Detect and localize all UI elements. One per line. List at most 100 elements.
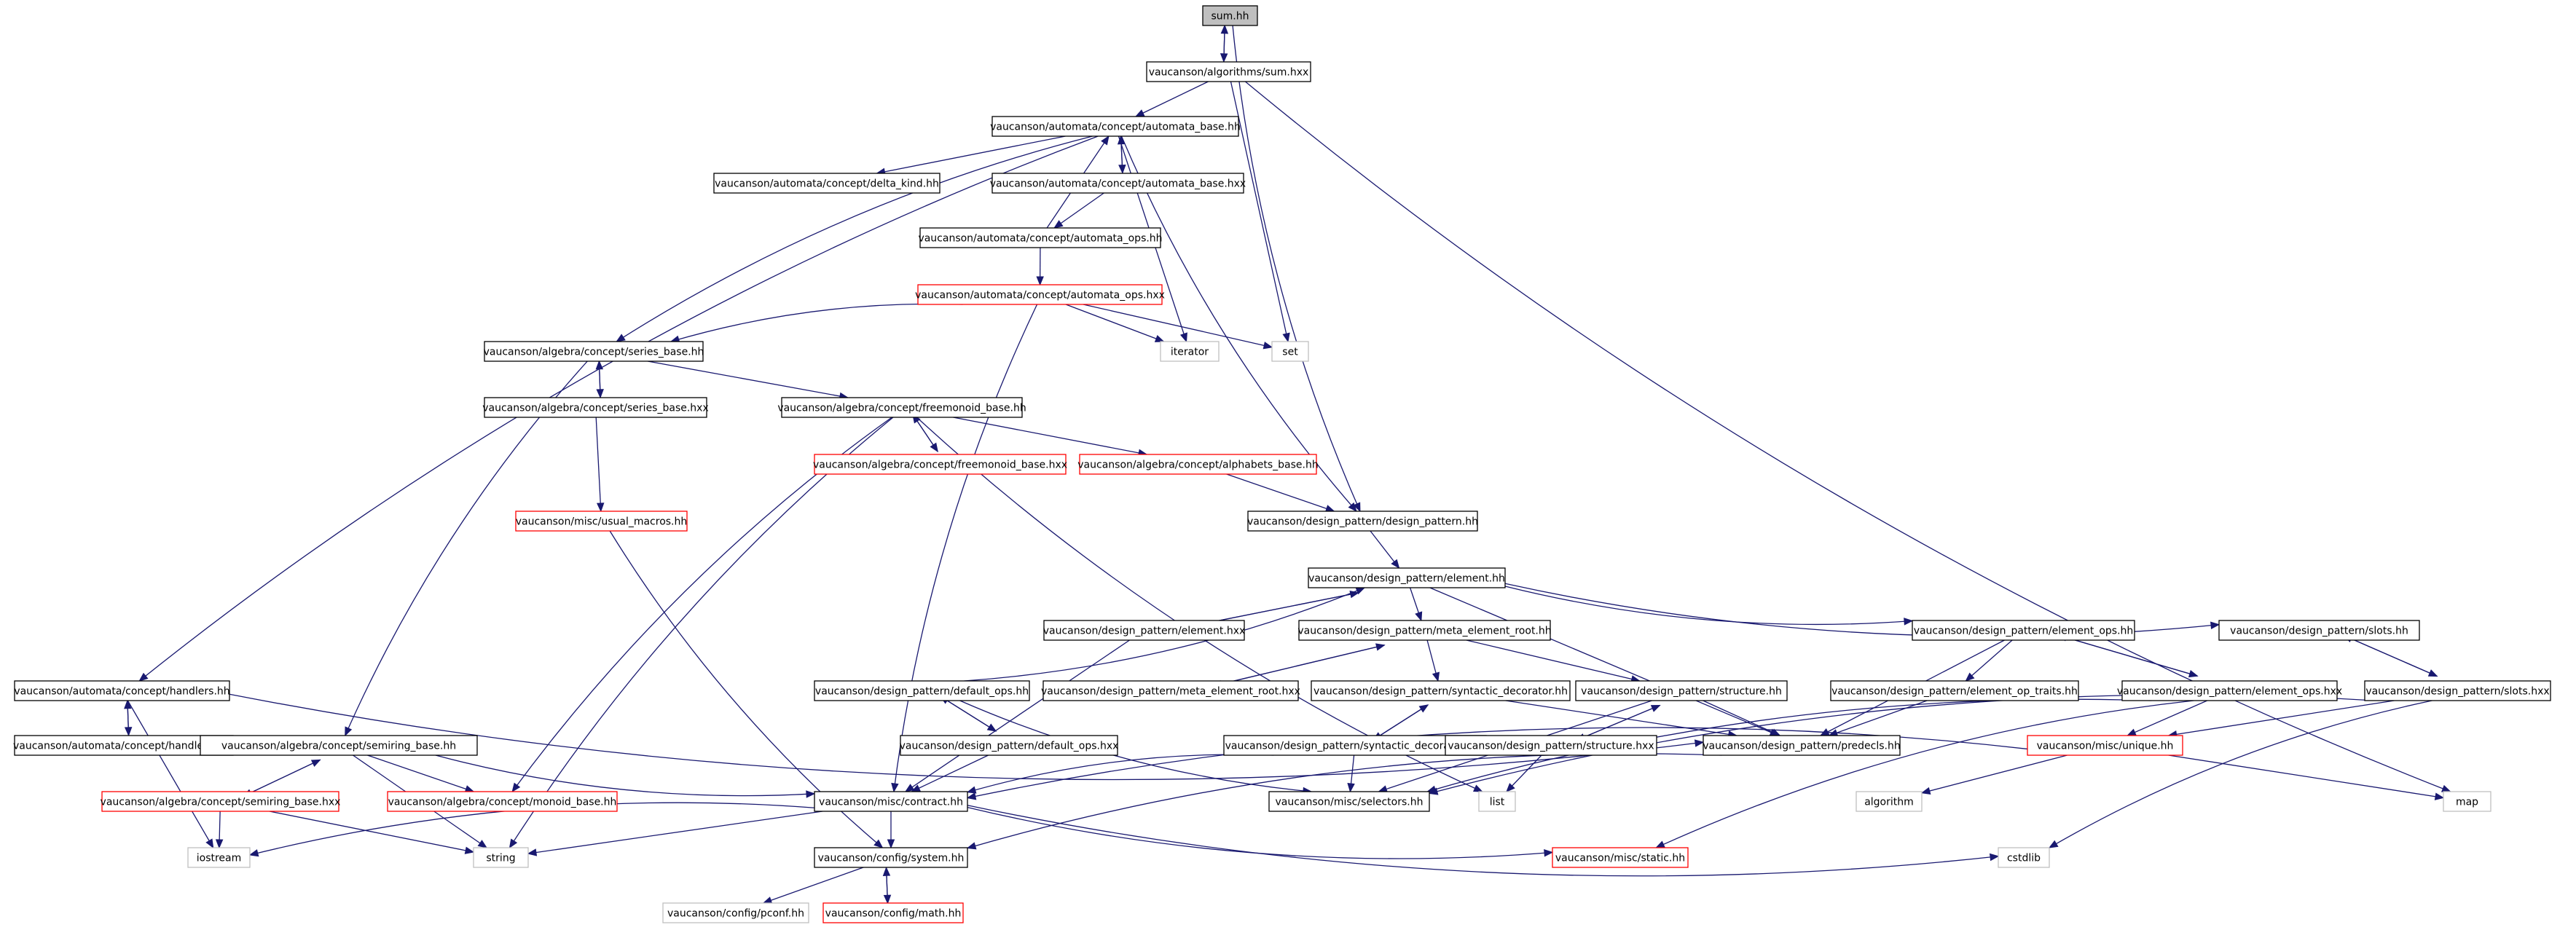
node-element-hh[interactable]: vaucanson/design_pattern/element.hh (1308, 567, 1506, 588)
edge-line (1244, 81, 2451, 792)
edge-arrowhead (1472, 784, 1483, 792)
node-cstdlib[interactable]: cstdlib (1998, 847, 2050, 868)
node-structure-hh[interactable]: vaucanson/design_pattern/structure.hh (1575, 680, 1788, 701)
node-structure-hxx[interactable]: vaucanson/design_pattern/structure.hxx (1445, 735, 1657, 756)
node-syntactic-decorator-hxx[interactable]: vaucanson/design_pattern/syntactic_decor… (1223, 735, 1487, 756)
node-slots-hxx[interactable]: vaucanson/design_pattern/slots.hxx (2364, 680, 2551, 701)
node-slots-hh[interactable]: vaucanson/design_pattern/slots.hh (2218, 620, 2420, 641)
node-label: map (2456, 797, 2478, 808)
edge-arrowhead (1428, 787, 1439, 795)
node-contract-hh[interactable]: vaucanson/misc/contract.hh (814, 791, 968, 812)
edge-line (127, 700, 214, 848)
edge-line (2168, 754, 2444, 799)
edge-arrowhead (1101, 135, 1110, 146)
edge-arrowhead (616, 334, 626, 342)
node-set[interactable]: set (1271, 341, 1309, 362)
node-box (1043, 620, 1245, 641)
node-automata-base-hh[interactable]: vaucanson/automata/concept/automata_base… (990, 116, 1241, 137)
include-edge (966, 727, 2028, 800)
node-predecls-hh[interactable]: vaucanson/design_pattern/predecls.hh (1703, 735, 1901, 756)
edge-arrowhead (1650, 704, 1661, 712)
node-system-hh[interactable]: vaucanson/config/system.hh (814, 847, 968, 868)
edge-arrowhead (1432, 671, 1440, 682)
edge-line (1576, 704, 1660, 741)
node-label: vaucanson/algebra/concept/series_base.hx… (482, 403, 709, 414)
node-unique-hh[interactable]: vaucanson/misc/unique.hh (2027, 735, 2183, 756)
node-automata-base-hxx[interactable]: vaucanson/automata/concept/automata_base… (990, 173, 1246, 194)
node-monoid-base-hh[interactable]: vaucanson/algebra/concept/monoid_base.hh (387, 791, 618, 812)
node-sum-hh[interactable]: sum.hh (1202, 5, 1258, 26)
node-meta-element-root-hxx[interactable]: vaucanson/design_pattern/meta_element_ro… (1041, 680, 1300, 701)
node-semiring-base-hxx[interactable]: vaucanson/algebra/concept/semiring_base.… (101, 791, 341, 812)
node-iostream[interactable]: iostream (187, 847, 251, 868)
node-freemonoid-base-hxx[interactable]: vaucanson/algebra/concept/freemonoid_bas… (813, 454, 1067, 475)
node-automata-ops-hh[interactable]: vaucanson/automata/concept/automata_ops.… (918, 227, 1163, 248)
node-box (1311, 680, 1571, 701)
edge-arrowhead (1053, 220, 1064, 229)
edge-arrowhead (966, 786, 977, 794)
node-element-ops-hxx[interactable]: vaucanson/design_pattern/element_ops.hxx (2117, 680, 2342, 701)
edge-line (2168, 700, 2395, 736)
edge-line (911, 754, 989, 792)
include-edge (1373, 704, 1429, 741)
edge-line (648, 360, 848, 398)
node-label: vaucanson/design_pattern/structure.hxx (1448, 741, 1654, 752)
edge-arrowhead (1353, 502, 1361, 513)
include-edge (966, 754, 1274, 794)
node-static-hh[interactable]: vaucanson/misc/static.hh (1552, 847, 1689, 868)
node-box (917, 284, 1163, 305)
node-design-pattern-hh[interactable]: vaucanson/design_pattern/design_pattern.… (1247, 511, 1478, 532)
node-label: vaucanson/misc/usual_macros.hh (516, 516, 688, 528)
node-label: vaucanson/design_pattern/syntactic_decor… (1225, 741, 1485, 752)
node-semiring-base-hh[interactable]: vaucanson/algebra/concept/semiring_base.… (200, 735, 478, 756)
node-delta-kind-hh[interactable]: vaucanson/automata/concept/delta_kind.hh (713, 173, 941, 194)
edge-line (1703, 700, 1780, 736)
node-alg-sum-hxx[interactable]: vaucanson/algorithms/sum.hxx (1146, 61, 1311, 82)
node-algorithm[interactable]: algorithm (1856, 791, 1923, 812)
node-string[interactable]: string (473, 847, 529, 868)
node-box (1271, 341, 1309, 362)
node-label: vaucanson/misc/contract.hh (819, 797, 963, 808)
node-map[interactable]: map (2443, 791, 2491, 812)
node-box (1042, 680, 1299, 701)
edge-arrowhead (248, 849, 259, 857)
node-syntactic-decorator-hh[interactable]: vaucanson/design_pattern/syntactic_decor… (1311, 680, 1571, 701)
node-pconf-hh[interactable]: vaucanson/config/pconf.hh (662, 902, 809, 923)
dependency-edges (124, 24, 2451, 905)
node-automata-ops-hxx[interactable]: vaucanson/automata/concept/automata_ops.… (915, 284, 1165, 305)
node-label: vaucanson/design_pattern/predecls.hh (1703, 741, 1900, 752)
node-label: vaucanson/algebra/concept/series_base.hh (484, 347, 704, 358)
node-handlers-hh[interactable]: vaucanson/automata/concept/handlers.hh (14, 680, 230, 701)
node-iterator[interactable]: iterator (1160, 341, 1220, 362)
node-element-hxx[interactable]: vaucanson/design_pattern/element.hxx (1043, 620, 1246, 641)
edge-arrowhead (1989, 853, 2000, 862)
edge-line (2343, 634, 2438, 677)
node-selectors-hh[interactable]: vaucanson/misc/selectors.hh (1268, 791, 1430, 812)
edge-line (876, 135, 1066, 174)
node-handlers-hxx[interactable]: vaucanson/automata/concept/handlers.hxx (13, 735, 235, 756)
node-element-ops-hh[interactable]: vaucanson/design_pattern/element_ops.hh (1912, 620, 2135, 641)
edge-arrowhead (527, 848, 538, 856)
edge-arrowhead (1544, 849, 1554, 857)
node-box (14, 735, 234, 756)
node-meta-element-root-hh[interactable]: vaucanson/design_pattern/meta_element_ro… (1297, 620, 1552, 641)
node-element-op-traits-hh[interactable]: vaucanson/design_pattern/element_op_trai… (1830, 680, 2079, 701)
node-box (1552, 847, 1689, 868)
node-default-ops-hxx[interactable]: vaucanson/design_pattern/default_ops.hxx (900, 735, 1119, 756)
edge-line (763, 867, 864, 904)
node-label: vaucanson/algebra/concept/freemonoid_bas… (813, 460, 1067, 471)
include-edge (1065, 304, 1165, 342)
node-list[interactable]: list (1478, 791, 1516, 812)
node-box (1146, 61, 1311, 82)
node-series-base-hh[interactable]: vaucanson/algebra/concept/series_base.hh (484, 341, 704, 362)
node-box (1223, 735, 1487, 756)
node-usual-macros-hh[interactable]: vaucanson/misc/usual_macros.hh (515, 511, 688, 532)
node-freemonoid-base-hh[interactable]: vaucanson/algebra/concept/freemonoid_bas… (777, 397, 1026, 418)
node-math-hh[interactable]: vaucanson/config/math.hh (822, 902, 964, 923)
node-label: string (486, 853, 515, 864)
node-default-ops-hh[interactable]: vaucanson/design_pattern/default_ops.hh (814, 680, 1030, 701)
node-series-base-hxx[interactable]: vaucanson/algebra/concept/series_base.hx… (482, 397, 709, 418)
node-label: vaucanson/config/pconf.hh (667, 908, 804, 920)
node-box (1998, 847, 2050, 868)
node-alphabets-base-hh[interactable]: vaucanson/algebra/concept/alphabets_base… (1077, 454, 1319, 475)
